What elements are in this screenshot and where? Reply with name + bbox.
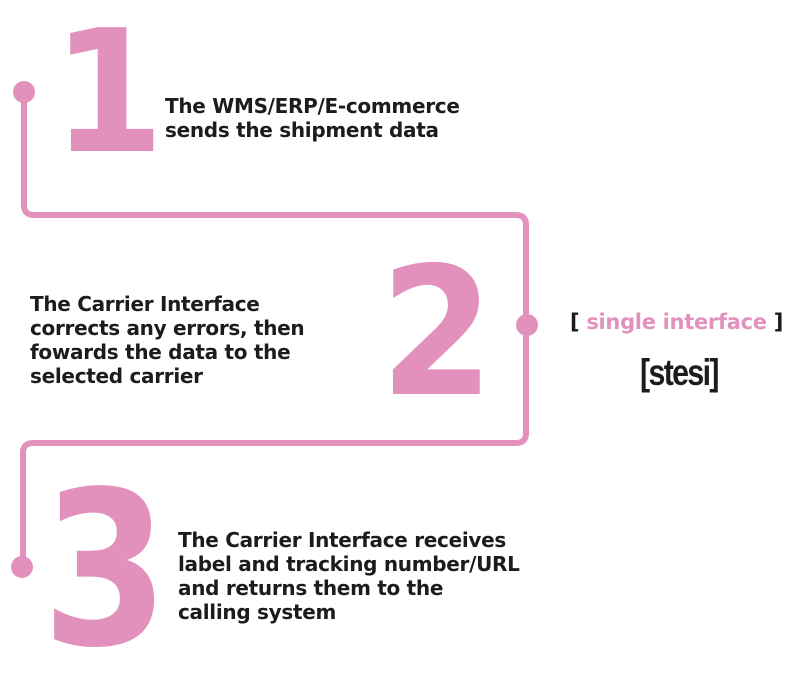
step-1-description: The WMS/ERP/E-commerce sends the shipmen…	[165, 94, 460, 142]
step-1-node-icon	[13, 81, 35, 103]
step-3-number: 3	[42, 446, 169, 695]
step-1-line-2: sends the shipment data	[165, 118, 439, 142]
step-1-number: 1	[52, 0, 165, 192]
step-2-line-4: selected carrier	[30, 364, 203, 388]
stesi-logo: [stesi]	[640, 352, 720, 393]
single-interface-tagline: [ single interface ]	[570, 310, 783, 334]
process-connector-line	[11, 81, 538, 578]
step-3-line-2: label and tracking number/URL	[178, 552, 520, 576]
step-1-line-1: The WMS/ERP/E-commerce	[165, 94, 460, 118]
tagline-close-bracket: ]	[773, 310, 784, 334]
step-2-description: The Carrier Interface corrects any error…	[30, 292, 305, 388]
step-3-line-4: calling system	[178, 600, 337, 624]
step-3-line-1: The Carrier Interface receives	[178, 528, 507, 552]
step-2-number: 2	[380, 229, 494, 436]
tagline-open-bracket: [	[570, 310, 580, 334]
step-2-line-3: fowards the data to the	[30, 340, 291, 364]
step-2-line-2: corrects any errors, then	[30, 316, 305, 340]
step-3-description: The Carrier Interface receives label and…	[178, 528, 520, 624]
step-3-line-3: and returns them to the	[178, 576, 444, 600]
tagline-label: single interface	[586, 310, 767, 334]
step-2-node-icon	[516, 314, 538, 336]
step-2-line-1: The Carrier Interface	[30, 292, 260, 316]
step-3-node-icon	[11, 556, 33, 578]
